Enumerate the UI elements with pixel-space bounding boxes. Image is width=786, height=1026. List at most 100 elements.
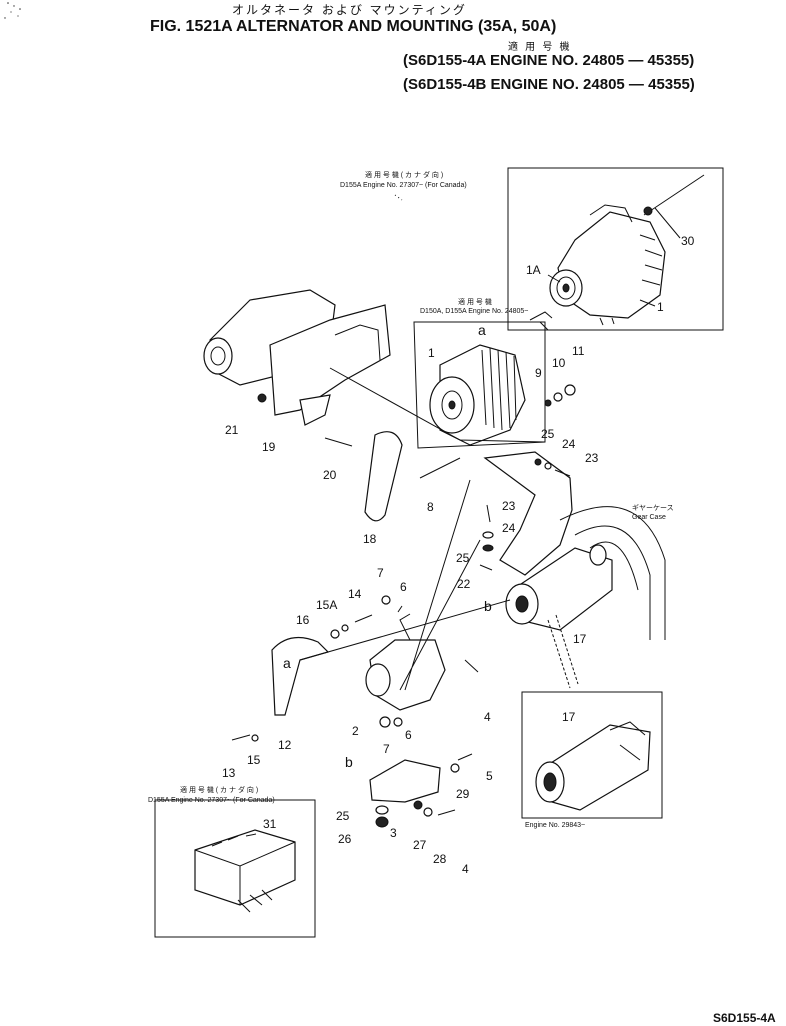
callout-23-b: 23 [502, 499, 516, 513]
inset-top-note: D155A Engine No. 27307~ (For Canada) [340, 182, 467, 189]
pulley-17-alt-drawing [535, 721, 651, 811]
callout-12: 12 [278, 738, 292, 752]
bolt-23-a [554, 469, 571, 477]
callout-21: 21 [225, 423, 239, 437]
callout-13: 13 [222, 766, 236, 780]
callout-24-b: 24 [502, 521, 516, 535]
inset-top-jp: 適 用 号 機 ( カ ナ ダ 向 ) [365, 172, 444, 179]
callout-23-a: 23 [585, 451, 599, 465]
footer-code: S6D155-4A [713, 1011, 776, 1025]
washer-29 [450, 763, 460, 773]
nut-7-a [381, 595, 391, 605]
callout-25-a: 25 [541, 427, 555, 441]
figure-title: FIG. 1521A ALTERNATOR AND MOUNTING (35A,… [150, 18, 557, 35]
callout-6-b: 6 [405, 728, 412, 742]
fan-hub [365, 663, 391, 697]
callout-15: 15 [247, 753, 261, 767]
bolt-23-b [486, 504, 491, 523]
projection-lines [299, 367, 546, 691]
callout-10: 10 [552, 356, 566, 370]
bolt-8 [419, 457, 461, 479]
callout-29: 29 [456, 787, 470, 801]
callout-7-a: 7 [377, 566, 384, 580]
starter-bracket-drawing [203, 289, 391, 447]
dot-mark [394, 194, 403, 201]
bolt-13 [231, 734, 251, 741]
washer-27 [413, 800, 423, 810]
belt-16-12 [271, 636, 330, 716]
washer-16 [330, 629, 340, 639]
callout-30: 30 [681, 234, 695, 248]
item-22 [479, 564, 493, 571]
callout-26: 26 [338, 832, 352, 846]
callout-25-c: 25 [336, 809, 350, 823]
bolt-6-a [397, 605, 403, 613]
callout-15a: 15A [316, 598, 338, 612]
callout-1a: 1A [526, 263, 541, 277]
callout-18: 18 [363, 532, 377, 546]
pulley-belt-hatch [547, 614, 579, 689]
callout-6-a: 6 [400, 580, 407, 594]
washer-2-lower [379, 716, 391, 728]
washer-24-b [482, 531, 494, 539]
bolt-14 [354, 614, 373, 623]
adjust-bracket [483, 451, 573, 576]
callout-4-a: 4 [484, 710, 491, 724]
serial-line-2: (S6D155-4B ENGINE NO. 24805 — 45355) [403, 76, 695, 93]
main-alternator-drawing [413, 321, 576, 449]
callout-1-mid: 1 [428, 346, 435, 360]
bracket-3 [369, 759, 441, 803]
nut-26 [375, 816, 389, 828]
inset-box-canada-alternator [507, 167, 724, 331]
bolt-4-a [464, 659, 479, 673]
callout-17-b: 17 [562, 710, 576, 724]
callout-7-b: 7 [383, 742, 390, 756]
arrow-mark [529, 311, 553, 331]
washer-24-a [544, 462, 552, 470]
callout-4-b: 4 [462, 862, 469, 876]
callout-11: 11 [572, 344, 585, 358]
gear-case-outline [559, 506, 666, 640]
callout-25-b: 25 [456, 551, 470, 565]
inset-br-note: Engine No. 29843~ [525, 822, 586, 829]
regulator-31-drawing [194, 829, 296, 913]
washer-15a [341, 624, 349, 632]
bolt-5 [457, 753, 473, 761]
callout-5: 5 [486, 769, 493, 783]
washer-15 [251, 734, 259, 742]
leader-lines-inset [547, 207, 681, 307]
callout-28: 28 [433, 852, 447, 866]
callout-9: 9 [535, 366, 542, 380]
callout-22: 22 [457, 577, 471, 591]
callout-b-mid: b [484, 598, 492, 614]
callout-19: 19 [262, 440, 276, 454]
pulley-17-end [589, 544, 607, 566]
pulley-17-hub [515, 595, 529, 613]
callout-a-mid: a [283, 655, 291, 671]
callout-17-a: 17 [573, 632, 587, 646]
inset-bottom-note: D155A Engine No. 27307~ (For Canada) [148, 797, 275, 804]
bolt-4-b [437, 809, 456, 816]
inset-bottom-jp: 適 用 号 機 ( カ ナ ダ 向 ) [180, 787, 259, 794]
callout-a-top: a [478, 322, 486, 338]
inset-mid-note: D150A, D155A Engine No. 24805~ [420, 308, 529, 315]
washer-25-b [482, 544, 494, 552]
applicable-label: 適 用 号 機 [508, 42, 572, 53]
callout-24-a: 24 [562, 437, 576, 451]
callout-16: 16 [296, 613, 310, 627]
callout-31: 31 [263, 817, 277, 831]
callout-b-low: b [345, 754, 353, 770]
serial-line-1: (S6D155-4A ENGINE NO. 24805 — 45355) [403, 52, 695, 69]
washer-28 [423, 807, 433, 817]
japanese-title: オルタネータ および マウンティング [232, 3, 467, 17]
gear-case-note: Gear Case [632, 514, 666, 521]
corner-speckle [4, 2, 21, 19]
inset-mid-jp: 適 用 号 機 [458, 299, 492, 306]
callout-27: 27 [413, 838, 427, 852]
callout-2: 2 [352, 724, 359, 738]
washer-25-a [534, 458, 542, 466]
callout-3: 3 [390, 826, 397, 840]
callout-8: 8 [427, 500, 434, 514]
alternator-canada-drawing [549, 174, 705, 326]
